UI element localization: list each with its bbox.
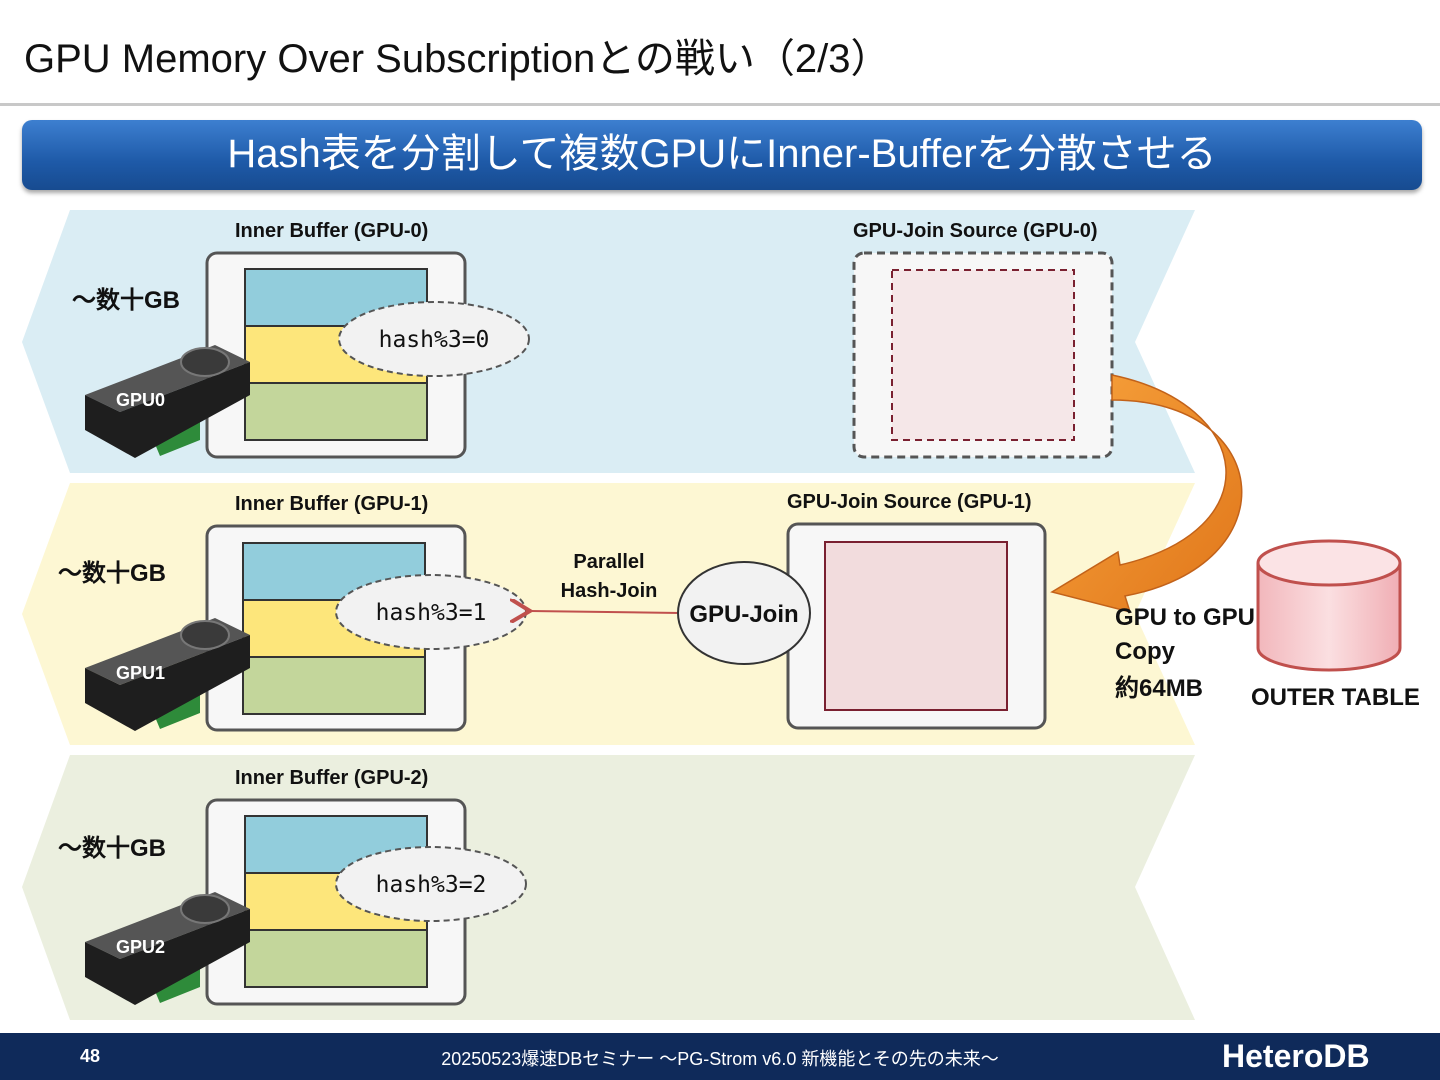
outer-table-cylinder (1256, 539, 1402, 672)
heterodb-logo: HeteroDB (1222, 1038, 1370, 1074)
footer-text: 20250523爆速DBセミナー 〜PG-Strom v6.0 新機能とその先の… (441, 1049, 999, 1069)
banner: Hash表を分割して複数GPUにInner-Bufferを分散させる (22, 120, 1422, 190)
join-source-label-1: GPU-Join Source (GPU-1) (787, 491, 1032, 513)
join-source-label-0: GPU-Join Source (GPU-0) (853, 220, 1098, 242)
size-label-1: 〜数十GB (58, 560, 166, 587)
gpu-card-icon-2: GPU2 (85, 892, 250, 1005)
gpu-join-node: GPU-Join (677, 561, 811, 665)
gpu-card-icon-1: GPU1 (85, 618, 250, 731)
size-label-2: 〜数十GB (58, 835, 166, 862)
join-source-gpu0 (852, 251, 1114, 459)
copy-note-line3: 約64MB (1115, 675, 1204, 702)
title-divider (0, 103, 1440, 106)
copy-note-line2: Copy (1115, 638, 1175, 665)
hash-label-0: hash%3=0 (379, 327, 490, 353)
inner-buffer-label-1: Inner Buffer (GPU-1) (235, 493, 429, 515)
hash-label-2: hash%3=2 (376, 872, 487, 898)
parallel-hash-join-arrow (530, 611, 681, 613)
hash-bubble-2: hash%3=2 (335, 846, 527, 922)
page-number: 48 (80, 1046, 101, 1066)
gpu-join-label: GPU-Join (689, 601, 798, 628)
gpu-label-0: GPU0 (116, 390, 165, 410)
parallel-label-line2: Hash-Join (560, 580, 658, 602)
copy-note-line1: GPU to GPU (1115, 604, 1256, 631)
inner-buffer-label-0: Inner Buffer (GPU-0) (235, 220, 429, 242)
hash-label-1: hash%3=1 (376, 600, 487, 626)
gpu-copy-arrow (1050, 374, 1243, 614)
inner-buffer-label-2: Inner Buffer (GPU-2) (235, 767, 429, 789)
gpu-label-2: GPU2 (116, 937, 165, 957)
footer-bar (0, 1033, 1440, 1080)
hash-bubble-0: hash%3=0 (338, 301, 530, 377)
gpu-label-1: GPU1 (116, 663, 165, 683)
gpu-card-icon-0: GPU0 (85, 345, 250, 458)
slide-title: GPU Memory Over Subscriptionとの戦い（2/3） (24, 37, 891, 81)
join-source-gpu1 (786, 522, 1047, 730)
hash-bubble-1: hash%3=1 (335, 574, 527, 650)
parallel-label-line1: Parallel (573, 551, 645, 573)
outer-table-label: OUTER TABLE (1251, 684, 1420, 711)
banner-text: Hash表を分割して複数GPUにInner-Bufferを分散させる (227, 132, 1217, 176)
size-label-0: 〜数十GB (72, 287, 180, 314)
